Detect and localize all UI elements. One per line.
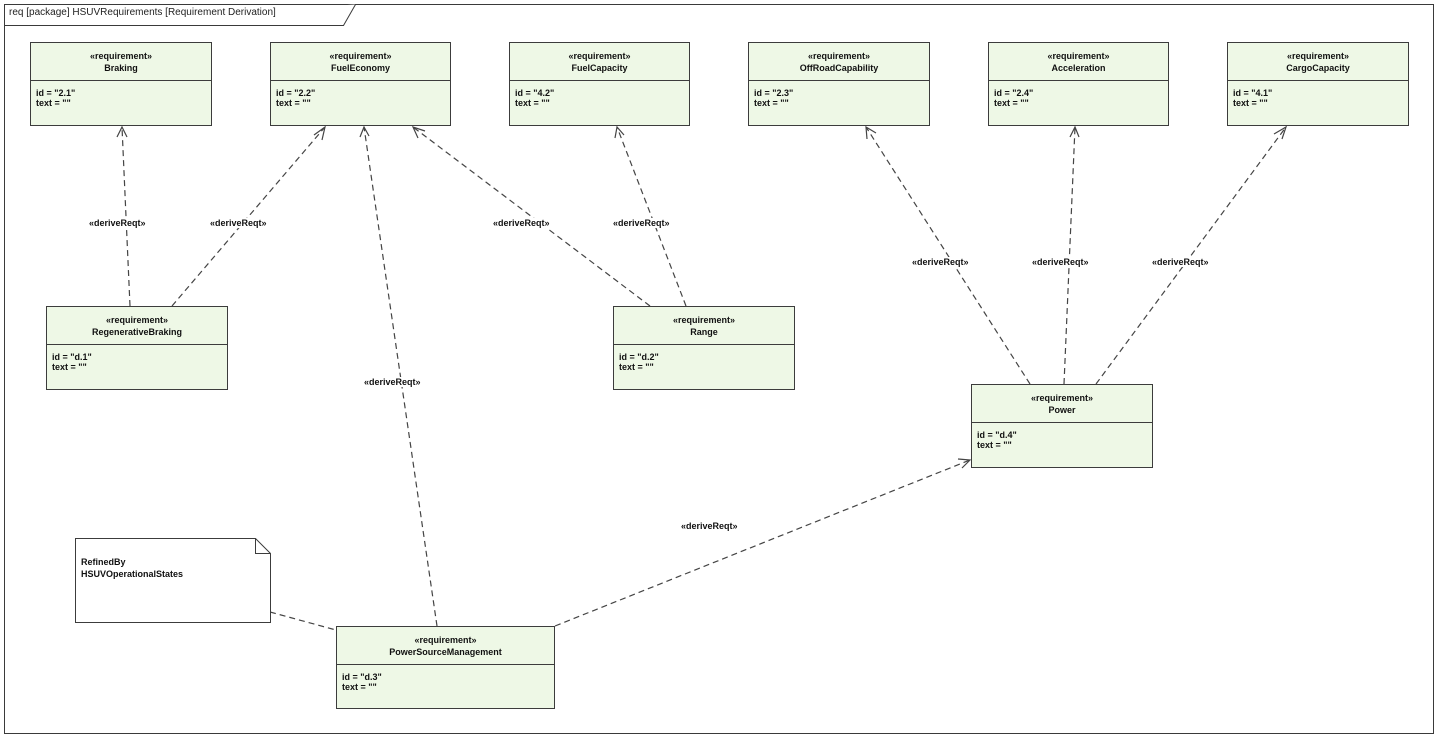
stereotype-label: «requirement» — [105, 315, 169, 325]
derive-label: «deriveReqt» — [209, 218, 268, 228]
requirement-braking[interactable]: «requirement» Braking id = "2.1"text = "" — [30, 42, 212, 126]
refinedby-note[interactable]: RefinedBy HSUVOperationalStates — [75, 538, 271, 623]
requirement-regenerativebraking[interactable]: «requirement» RegenerativeBraking id = "d… — [46, 306, 228, 390]
derive-range-to-fuelcapacity[interactable] — [616, 126, 687, 307]
requirement-text: text = "" — [515, 98, 550, 108]
requirement-text: text = "" — [36, 98, 71, 108]
derive-power-to-acceleration[interactable] — [1063, 126, 1076, 385]
note-anchor-line — [269, 611, 337, 631]
requirement-id: id = "d.1" — [52, 352, 92, 362]
stereotype-label: «requirement» — [329, 51, 392, 61]
derive-label: «deriveReqt» — [363, 377, 422, 387]
arrowhead-cargo — [1273, 125, 1288, 140]
frame-label: req [package] HSUVRequirements [Requirem… — [4, 4, 356, 26]
derive-regen-to-braking[interactable] — [121, 126, 131, 307]
requirement-fueleconomy[interactable]: «requirement» FuelEconomy id = "2.2"text … — [270, 42, 451, 126]
derive-label: «deriveReqt» — [612, 218, 671, 228]
requirement-name: Braking — [104, 63, 138, 73]
derive-label: «deriveReqt» — [1151, 257, 1210, 267]
requirement-name: Power — [1048, 405, 1076, 415]
stereotype-label: «requirement» — [1286, 51, 1350, 61]
stereotype-label: «requirement» — [1030, 393, 1094, 403]
arrowhead-fueleconomy-c — [411, 125, 426, 139]
requirement-acceleration[interactable]: «requirement» Acceleration id = "2.4"text… — [988, 42, 1169, 126]
requirement-text: text = "" — [276, 98, 311, 108]
requirement-text: text = "" — [52, 362, 87, 372]
note-title: RefinedBy — [81, 557, 126, 567]
stereotype-label: «requirement» — [89, 51, 153, 61]
derive-psm-to-power[interactable] — [554, 459, 971, 627]
requirement-name: Range — [690, 327, 718, 337]
requirement-text: text = "" — [342, 682, 377, 692]
frame-title: req [package] HSUVRequirements [Requirem… — [9, 7, 276, 18]
requirement-name: OffRoadCapability — [799, 63, 879, 73]
requirement-name: RegenerativeBraking — [91, 327, 183, 337]
derive-label: «deriveReqt» — [911, 257, 970, 267]
requirement-powersourcemanagement[interactable]: «requirement» PowerSourceManagement id = … — [336, 626, 555, 709]
requirement-id: id = "d.3" — [342, 672, 382, 682]
requirement-id: id = "4.1" — [1233, 88, 1273, 98]
arrowhead-braking — [116, 125, 128, 138]
requirement-fuelcapacity[interactable]: «requirement» FuelCapacity id = "4.2"text… — [509, 42, 690, 126]
derive-label: «deriveReqt» — [1031, 257, 1090, 267]
derive-power-to-offroad[interactable] — [865, 126, 1031, 385]
requirement-text: text = "" — [1233, 98, 1268, 108]
requirement-range[interactable]: «requirement» Range id = "d.2"text = "" — [613, 306, 795, 390]
requirement-cargocapacity[interactable]: «requirement» CargoCapacity id = "4.1"tex… — [1227, 42, 1409, 126]
derive-label: «deriveReqt» — [680, 521, 739, 531]
frame-label-tab-shape — [4, 4, 356, 26]
requirement-offroadcapability[interactable]: «requirement» OffRoadCapability id = "2.3… — [748, 42, 930, 126]
requirement-power[interactable]: «requirement» Power id = "d.4"text = "" — [971, 384, 1153, 468]
arrowhead-power — [957, 458, 972, 469]
requirement-text: text = "" — [994, 98, 1029, 108]
arrowhead-fuelcapacity — [614, 125, 625, 139]
derive-range-to-fueleconomy[interactable] — [412, 126, 651, 307]
arrowhead-offroad — [865, 125, 877, 140]
requirement-id: id = "2.2" — [276, 88, 316, 98]
stereotype-label: «requirement» — [672, 315, 736, 325]
requirement-id: id = "2.4" — [994, 88, 1034, 98]
requirement-name: PowerSourceManagement — [389, 647, 502, 657]
note-shape — [75, 538, 271, 623]
arrowhead-fueleconomy-b — [359, 125, 370, 138]
requirement-text: text = "" — [619, 362, 654, 372]
requirement-text: text = "" — [977, 440, 1012, 450]
requirement-name: FuelEconomy — [330, 63, 390, 73]
arrowhead-fueleconomy-a — [313, 125, 326, 141]
requirement-name: FuelCapacity — [571, 63, 628, 73]
requirement-text: text = "" — [754, 98, 789, 108]
requirement-id: id = "d.2" — [619, 352, 659, 362]
requirement-id: id = "d.4" — [977, 430, 1017, 440]
derive-psm-to-fueleconomy[interactable] — [363, 126, 438, 627]
requirement-name: CargoCapacity — [1286, 63, 1350, 73]
requirement-id: id = "4.2" — [515, 88, 555, 98]
requirement-name: Acceleration — [1051, 63, 1106, 73]
requirement-id: id = "2.1" — [36, 88, 76, 98]
note-value: HSUVOperationalStates — [81, 569, 184, 579]
derive-label: «deriveReqt» — [88, 218, 147, 228]
stereotype-label: «requirement» — [807, 51, 871, 61]
derive-regen-to-fueleconomy[interactable] — [171, 126, 326, 307]
derive-label: «deriveReqt» — [492, 218, 551, 228]
stereotype-label: «requirement» — [414, 635, 477, 645]
stereotype-label: «requirement» — [568, 51, 631, 61]
stereotype-label: «requirement» — [1047, 51, 1110, 61]
arrowhead-acceleration — [1069, 125, 1080, 138]
requirement-id: id = "2.3" — [754, 88, 794, 98]
derive-power-to-cargo[interactable] — [1095, 126, 1287, 385]
